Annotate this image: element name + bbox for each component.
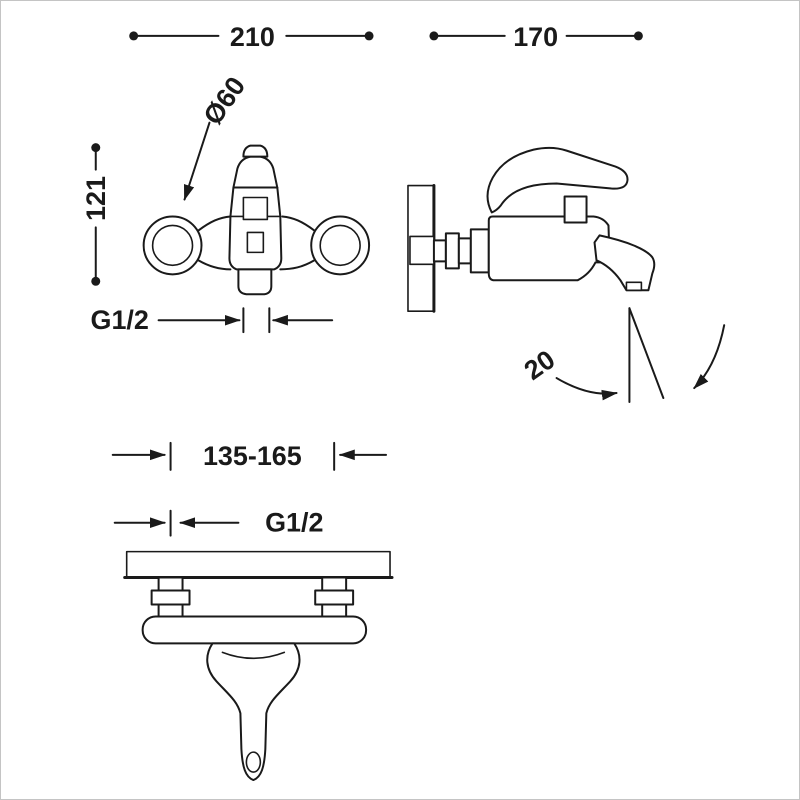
dimension-end-dot [633,31,643,41]
fixing-centers-label: 135-165 [203,441,302,471]
lever-tip-detail [245,751,262,773]
right-wall-flange-inner [319,224,361,267]
angle-reference-tilted [628,307,665,400]
rotation-arc-arrow [693,324,726,390]
connector-nut [469,228,490,274]
angle-leader-arrow [555,377,618,401]
fitting-segment [157,576,184,592]
spout-angle-label: 20 [519,344,561,386]
diverter-knob [563,195,588,224]
bottom-view [123,550,394,782]
mixer-body-side [487,215,611,282]
dimension-end-dot [129,31,139,41]
lever-handle-bottom [206,642,301,782]
dim-front-width: 210 [129,22,374,52]
dim-side-depth: 170 [429,22,643,52]
front-width-label: 210 [230,22,275,52]
front-view [142,144,371,296]
connector-segment [457,237,472,265]
lever-detail-line [221,651,286,660]
dim-bottom-thread: G1/2 [113,508,323,538]
lever-handle-side [486,146,629,214]
dim-front-height: 121 [81,143,111,286]
flange-diameter-label: Ø60 [198,71,252,130]
cartridge-plate [242,196,269,221]
connector-nut [444,232,460,270]
body-arm-bottom-right [279,259,316,271]
front-thread-label: G1/2 [91,305,149,335]
dim-fixing-centers: 135-165 [111,441,388,471]
fitting-segment [321,576,348,592]
dimension-end-dot [364,31,374,41]
dim-front-thread: G1/2 [91,305,334,335]
bottom-thread-label: G1/2 [265,508,323,538]
mixer-body-bottom [141,615,368,645]
front-height-label: 121 [81,176,111,221]
body-arm-top-right [281,215,316,232]
connector-segment [432,239,447,263]
spout-front [237,268,273,296]
left-eccentric-fitting [150,576,191,618]
spout-side [593,234,656,292]
fitting-segment [321,603,348,618]
fitting-nut [314,589,355,606]
wall-fitting [409,235,435,266]
fitting-nut [150,589,191,606]
side-depth-label: 170 [513,22,558,52]
dimension-end-dot [91,143,101,153]
body-arm-top-left [197,215,232,232]
handle-collar [232,155,279,189]
spout-outlet [625,281,643,292]
wall-section-bottom [125,550,391,579]
dimension-end-dot [429,31,439,41]
handle-knob [242,144,269,158]
spout-angle-detail: 20 [519,307,726,403]
mixer-central-body [228,186,283,271]
fitting-segment [157,603,184,618]
side-view [407,146,656,313]
left-wall-flange-inner [151,224,194,267]
right-eccentric-fitting [314,576,355,618]
spout-root-front [246,231,265,254]
diameter-leader-arrow [183,121,211,201]
body-arm-bottom-left [197,259,232,271]
dimension-end-dot [91,276,101,286]
